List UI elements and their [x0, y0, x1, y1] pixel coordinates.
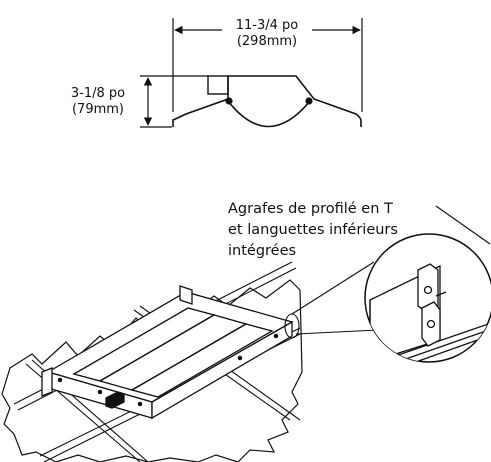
- fixture-rivet-5: [273, 333, 279, 339]
- detail-clip-hole: [423, 285, 433, 295]
- width-imperial-label: 11-3/4 po: [236, 18, 299, 33]
- magnifier-source-ellipse: [284, 313, 300, 339]
- profile-hinge-right: [305, 97, 313, 105]
- fixture-profile-outline: [172, 75, 362, 127]
- fixture-end-plate-left: [41, 367, 53, 397]
- height-label: 3-1/8 po (79mm): [71, 86, 125, 117]
- width-metric-label: (298mm): [237, 34, 297, 49]
- callout-leader-line: [435, 205, 491, 245]
- fixture-end-plate-right: [179, 285, 193, 305]
- width-label: 11-3/4 po (298mm): [236, 18, 299, 49]
- callout-line-3: intégrées: [228, 243, 296, 259]
- detail-pointer-mark: [435, 291, 447, 297]
- callout-line-2: et languettes inférieurs: [228, 222, 398, 238]
- profile-hinge-left: [225, 97, 233, 105]
- profile-view: [140, 18, 363, 128]
- magnifier-leader-top: [291, 261, 375, 315]
- callout-label: Agrafes de profilé en T et languettes in…: [228, 201, 398, 259]
- fixture-rivet-4: [237, 355, 243, 361]
- height-imperial-label: 3-1/8 po: [71, 86, 125, 101]
- callout-line-1: Agrafes de profilé en T: [228, 201, 393, 217]
- fixture-rivet-2: [97, 389, 103, 395]
- fixture-right-face: [151, 320, 293, 420]
- detail-tab-hole: [426, 319, 436, 329]
- height-metric-label: (79mm): [72, 102, 124, 117]
- fixture-driver-box: [105, 391, 125, 409]
- fixture-lens-right: [130, 323, 274, 398]
- troffer-fixture: [41, 285, 294, 420]
- fixture-rivet-3: [137, 401, 143, 407]
- profile-lens: [227, 100, 311, 128]
- fixture-rivet-1: [57, 377, 63, 383]
- profile-end-cap: [207, 75, 229, 95]
- magnifier-leader-bottom: [295, 329, 379, 335]
